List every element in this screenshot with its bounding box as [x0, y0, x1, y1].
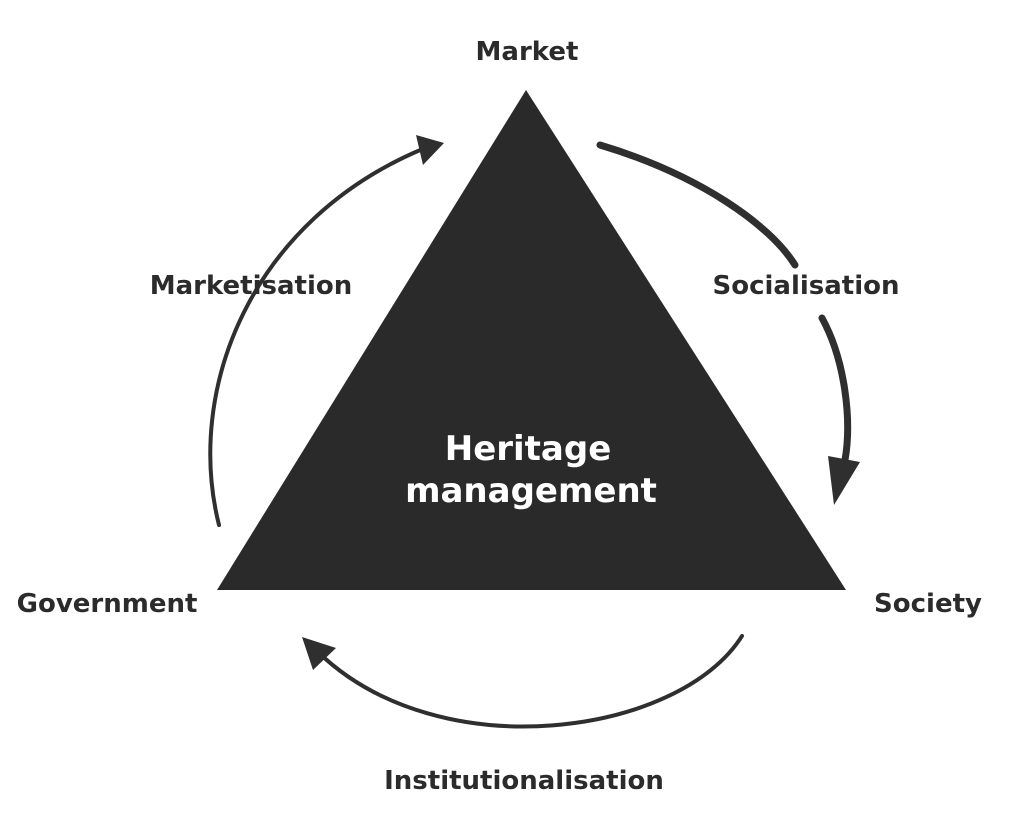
socialisation-arrow-upper — [596, 141, 799, 269]
institutionalisation-arrowhead — [302, 637, 336, 670]
socialisation-label: Socialisation — [712, 271, 899, 301]
market-label: Market — [476, 37, 579, 67]
socialisation-arrowhead — [828, 456, 860, 505]
institutionalisation-arrow — [316, 634, 744, 729]
government-label: Government — [17, 589, 198, 619]
marketisation-label: Marketisation — [150, 271, 353, 301]
society-label: Society — [874, 589, 982, 619]
institutionalisation-label: Institutionalisation — [384, 766, 664, 796]
center-label-line2: management — [405, 471, 657, 511]
center-label-line1: Heritage — [445, 429, 612, 469]
socialisation-arrow-lower — [818, 314, 852, 464]
marketisation-arrowhead — [416, 135, 444, 165]
marketisation-arrow — [208, 146, 427, 527]
heritage-triangle — [217, 90, 846, 590]
